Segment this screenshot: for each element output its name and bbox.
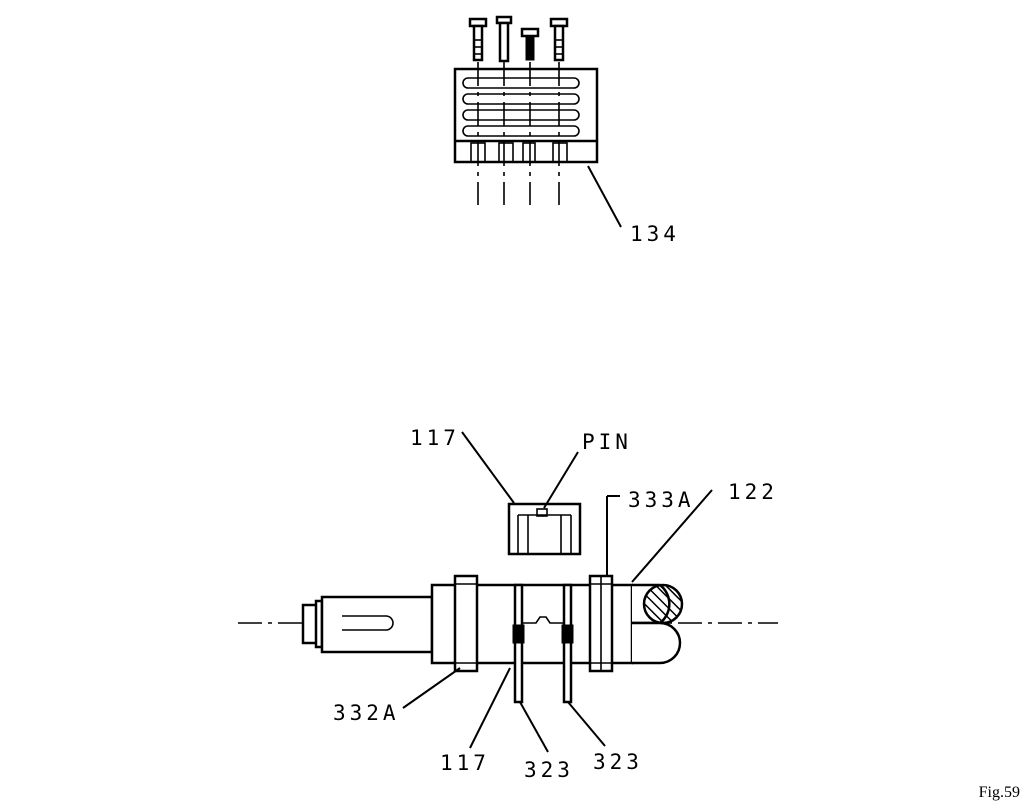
bolt-2 <box>495 15 513 63</box>
bolt-3 <box>520 27 540 61</box>
plate-323-right <box>561 583 574 704</box>
block-body <box>453 67 599 164</box>
leader-134 <box>587 165 622 228</box>
callout-122: 122 <box>728 480 778 504</box>
callout-332A: 332A <box>333 701 400 725</box>
block-fins <box>462 77 580 137</box>
shaft-section-hatch <box>642 583 684 625</box>
callout-333A: 333A <box>628 488 695 512</box>
figure-caption: Fig.59 <box>978 784 1020 801</box>
ring-332A <box>453 574 479 673</box>
block-studs <box>470 142 568 163</box>
callout-134: 134 <box>630 222 680 246</box>
plate-gap-detail <box>522 616 564 624</box>
leader-122 <box>631 489 713 583</box>
keyway <box>342 615 394 631</box>
top-centerlines <box>477 62 560 205</box>
callout-323-left: 323 <box>524 758 574 782</box>
callout-117-top: 117 <box>410 426 460 450</box>
shaft-assembly <box>238 495 778 704</box>
shift-fork <box>507 502 582 556</box>
leader-323-right <box>567 701 606 747</box>
pin-slot <box>536 508 548 517</box>
leader-323-left <box>519 701 549 753</box>
callout-323-right: 323 <box>593 750 643 774</box>
bolt-1 <box>468 17 488 62</box>
callout-pin: PIN <box>582 430 632 454</box>
leader-pin <box>543 451 579 509</box>
plate-323-left <box>512 583 525 704</box>
ring-333A <box>588 574 614 673</box>
shaft-round-lower <box>632 621 682 665</box>
callout-117-bottom: 117 <box>440 751 490 775</box>
bolt-4 <box>549 17 569 62</box>
top-block-assembly <box>453 15 622 228</box>
leader-332A <box>402 667 461 709</box>
shaft-small-section <box>320 595 434 654</box>
leader-117-bottom <box>469 667 511 749</box>
leader-117-top <box>461 431 515 504</box>
